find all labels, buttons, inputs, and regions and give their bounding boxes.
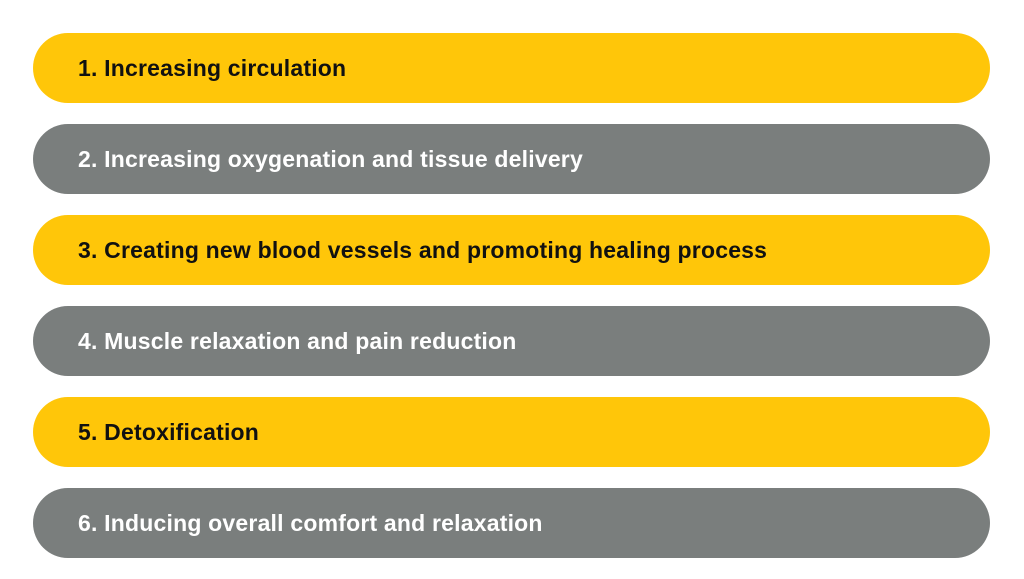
list-item-4: 4. Muscle relaxation and pain reduction — [33, 306, 990, 376]
list-item-3: 3. Creating new blood vessels and promot… — [33, 215, 990, 285]
list-item-5-label: 5. Detoxification — [78, 418, 260, 445]
list-item-6: 6. Inducing overall comfort and relaxati… — [33, 488, 990, 558]
list-item-1: 1. Increasing circulation — [33, 33, 990, 103]
list-item-5: 5. Detoxification — [33, 397, 990, 467]
list-item-1-label: 1. Increasing circulation — [78, 54, 347, 81]
list-item-6-label: 6. Inducing overall comfort and relaxati… — [78, 509, 543, 536]
list-item-2: 2. Increasing oxygenation and tissue del… — [33, 124, 990, 194]
list-item-2-label: 2. Increasing oxygenation and tissue del… — [78, 145, 583, 172]
list-item-3-label: 3. Creating new blood vessels and promot… — [78, 236, 768, 263]
list-item-4-label: 4. Muscle relaxation and pain reduction — [78, 327, 517, 354]
